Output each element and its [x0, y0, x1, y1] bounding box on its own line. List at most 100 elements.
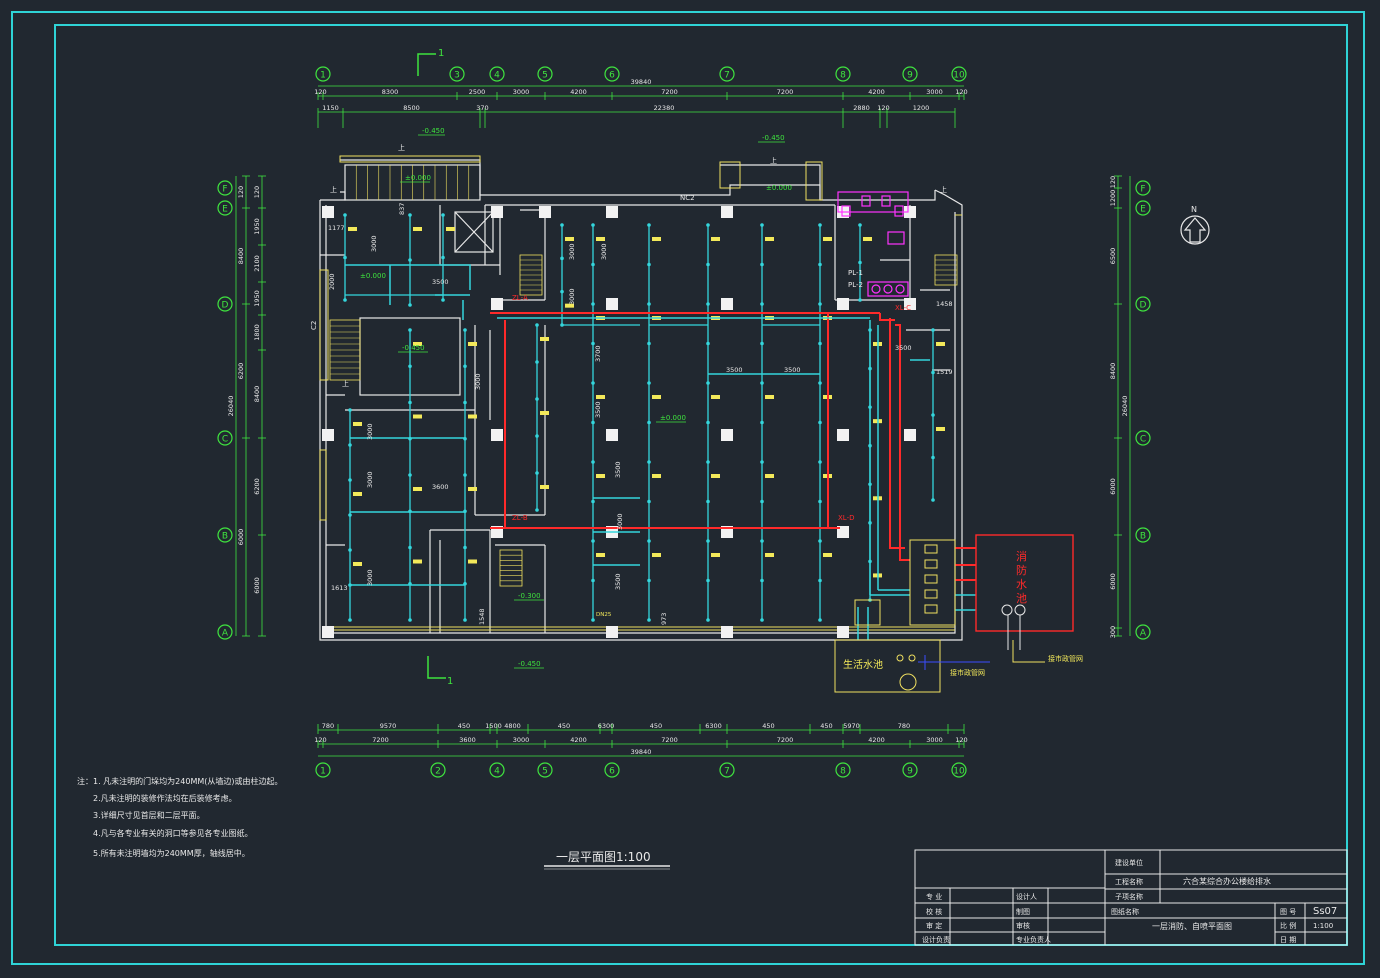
sprinkler-head [706, 302, 710, 306]
dim-bottom-1-label: 780 [898, 722, 910, 730]
axis-bottom-5-circle [537, 762, 553, 778]
sprinkler-head [408, 545, 412, 550]
up-markers: 上 上 上 上 上 [330, 143, 947, 388]
sprinkler-head [760, 223, 764, 227]
sprinkler-head [441, 213, 445, 217]
dim-right-inner-label: 6000 [1109, 573, 1117, 590]
sprinkler-head [647, 223, 651, 227]
axis-left-C-circle [217, 430, 233, 446]
sprinkler-head [706, 578, 710, 583]
c2-label: C2 [310, 321, 318, 330]
pipe-size-tag [413, 487, 422, 491]
pipe-size-tag [711, 237, 720, 241]
sprinkler-head [647, 262, 651, 267]
tb-mid-row-3: 审核 [1016, 921, 1030, 930]
pipe-size-tag [652, 553, 661, 557]
dim-top-1-label: 4200 [868, 88, 885, 96]
axis-top-4: 4 [494, 71, 500, 81]
svg-text:1548: 1548 [478, 608, 486, 625]
fire-pool-label-char-4: 池 [1016, 592, 1027, 605]
svg-text:3600: 3600 [432, 483, 449, 491]
dim-bottom-1-label: 450 [820, 722, 832, 730]
dim-bottom-1-label: 5970 [843, 722, 860, 730]
sprinkler-head [535, 397, 539, 401]
sprinkler-head [647, 302, 651, 306]
dim-right-inner-label: 1200 [1109, 190, 1117, 207]
svg-text:3000: 3000 [600, 243, 608, 260]
sprinkler-branch-pipes: DN25 [343, 213, 945, 622]
dim-bottom-2-label: 7200 [372, 736, 389, 744]
column [606, 298, 618, 310]
sprinkler-head [591, 460, 595, 464]
sprinkler-head [706, 618, 710, 622]
section-mark-top-label: 1 [438, 48, 444, 59]
svg-text:-0.450: -0.450 [762, 134, 785, 142]
axis-bottom-9: 9 [907, 767, 913, 777]
column [904, 429, 916, 441]
svg-text:3500: 3500 [895, 344, 912, 352]
column [606, 429, 618, 441]
axis-bottom-2-circle [430, 762, 446, 778]
dim-bottom-1-label: 6300 [598, 722, 615, 730]
axis-bottom-5: 5 [542, 767, 548, 777]
axis-right-F-circle [1135, 180, 1151, 196]
sprinkler-head [408, 473, 412, 477]
sprinkler-head [931, 328, 935, 332]
axis-right-D: D [1140, 301, 1147, 311]
sprinkler-head [591, 499, 595, 504]
column [606, 206, 618, 218]
column [721, 626, 733, 638]
sprinkler-head [760, 460, 764, 464]
pipe-size-tag [863, 237, 872, 241]
svg-text:上: 上 [940, 185, 947, 194]
dim-right-inner-label: 120 [1109, 176, 1117, 188]
sprinkler-head [706, 223, 710, 227]
column [322, 206, 334, 218]
dim-top-total-label: 39840 [631, 78, 652, 86]
sprinkler-head [706, 499, 710, 504]
pipe-size-tag [540, 411, 549, 415]
column [322, 429, 334, 441]
pipe-size-tag [468, 487, 477, 491]
axis-right-F: F [1140, 185, 1145, 195]
sprinkler-head [441, 255, 445, 260]
section-mark-bottom-label: 1 [447, 676, 453, 687]
svg-text:3000: 3000 [474, 373, 482, 390]
dim-left-inner-label: 1800 [253, 324, 261, 341]
axis-right-E: E [1140, 205, 1146, 215]
sprinkler-head [463, 618, 467, 622]
axis-top-1-circle [315, 66, 331, 82]
axis-bottom-9-circle [902, 762, 918, 778]
stair-treads [330, 165, 957, 582]
pipe-size-tag [353, 422, 362, 426]
axis-bottom-8: 8 [840, 767, 846, 777]
column [721, 206, 733, 218]
sprinkler-head [560, 256, 564, 261]
sprinkler-head [818, 578, 822, 583]
svg-text:-0.450: -0.450 [402, 344, 425, 352]
svg-text:-0.450: -0.450 [422, 127, 445, 135]
dimension-chain-left: 1201950210019501800840062006000120840062… [227, 175, 266, 637]
supply-pipe-label-a: 接市政管网 [950, 668, 985, 677]
dim-top-1-label: 7200 [661, 88, 678, 96]
pipe-size-tag [652, 237, 661, 241]
fire-main-pipes [490, 312, 976, 581]
sprinkler-head [706, 420, 710, 425]
elevation-underlines [398, 134, 785, 669]
sprinkler-head [760, 341, 764, 346]
axis-top-5-circle [537, 66, 553, 82]
column [837, 429, 849, 441]
sprinkler-head [818, 499, 822, 504]
column [491, 206, 503, 218]
sprinkler-head [535, 434, 539, 438]
sprinkler-head [647, 618, 651, 622]
axis-bottom-10-circle [951, 762, 967, 778]
fire-pump-set [854, 539, 956, 626]
svg-text:1613: 1613 [331, 584, 348, 592]
svg-text:±0.000: ±0.000 [360, 272, 386, 280]
dim-top-2-label: 8500 [403, 104, 420, 112]
sprinkler-head [647, 539, 651, 543]
tb-drawing-no-label: 图 号 [1280, 908, 1296, 916]
dim-top-2-label: 1150 [322, 104, 339, 112]
svg-text:3000: 3000 [366, 569, 374, 586]
